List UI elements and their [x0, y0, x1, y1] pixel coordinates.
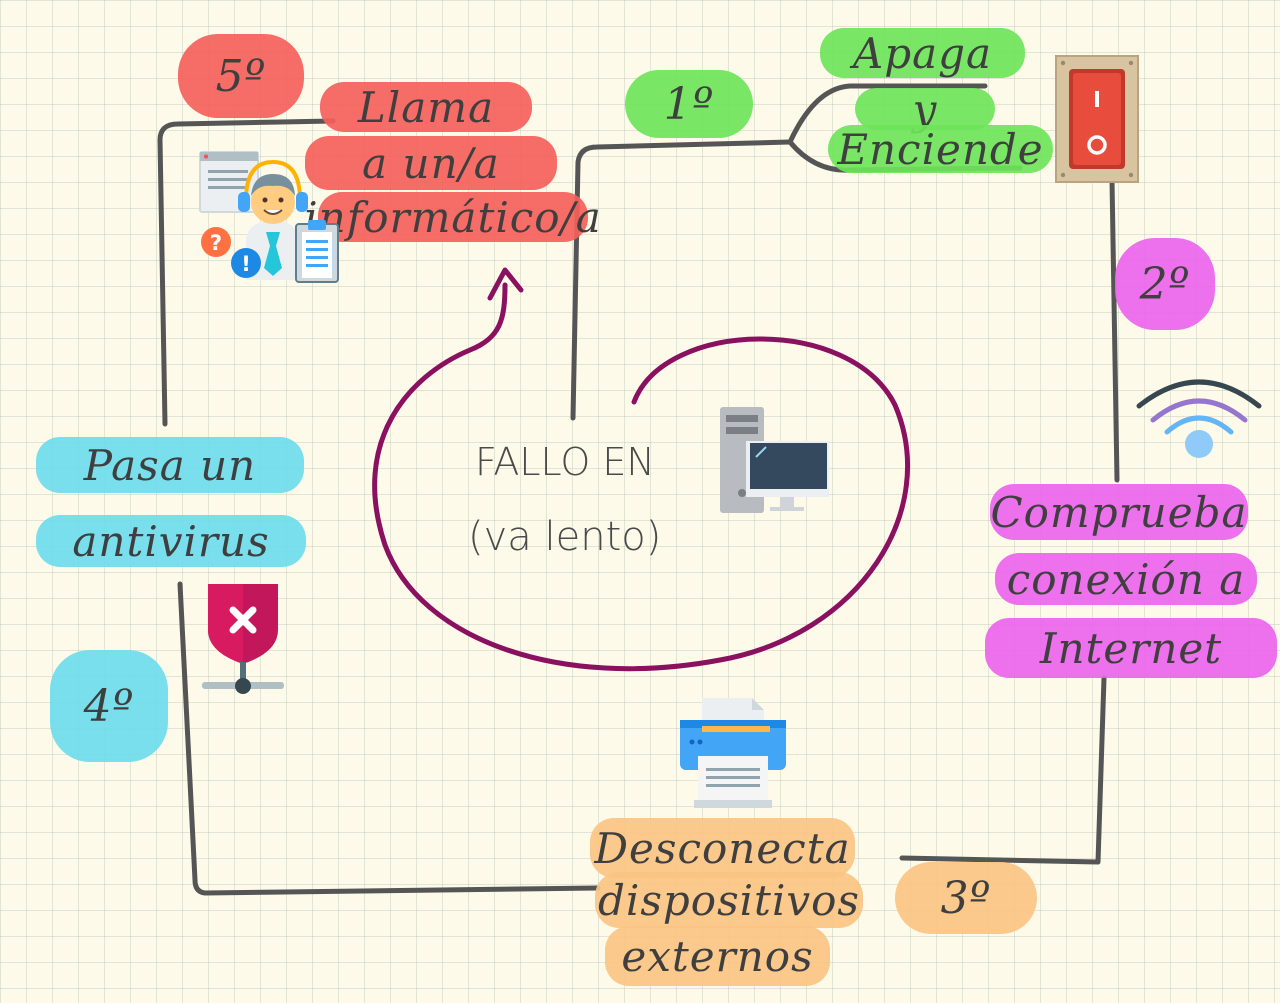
it-support-agent-icon: ? !: [198, 150, 343, 290]
svg-text:!: !: [241, 252, 251, 276]
computer-icon: [718, 405, 833, 517]
center-title: FALLO EN: [475, 440, 655, 484]
step5-order: 5º: [178, 34, 304, 118]
step2-line3: Internet: [985, 618, 1277, 678]
center-subtitle: (va lento): [468, 514, 661, 560]
antivirus-shield-icon: [198, 580, 288, 698]
step2-line1: Comprueba: [990, 484, 1248, 540]
step2-line2: conexión a: [995, 553, 1257, 605]
connector-step2-to-step3: [902, 678, 1104, 862]
step1-order: 1º: [625, 70, 753, 138]
step3-line2: dispositivos: [595, 872, 863, 928]
connector-center-to-step1: [573, 142, 790, 418]
printer-icon: [678, 696, 788, 812]
power-switch-icon: [1055, 55, 1139, 183]
svg-text:?: ?: [210, 231, 222, 255]
step4-order: 4º: [50, 650, 168, 762]
step1-line3: Enciende: [828, 125, 1053, 173]
step4-line2: antivirus: [36, 515, 306, 567]
step3-line1: Desconecta: [590, 818, 855, 878]
step3-order: 3º: [895, 862, 1037, 934]
connector-step1-to-step2: [1112, 180, 1117, 480]
step4-line1: Pasa un: [36, 437, 304, 493]
step1-line1: Apaga: [820, 28, 1025, 78]
wifi-icon: [1133, 368, 1265, 464]
step5-line1: Llama: [320, 82, 532, 132]
step3-line3: externos: [605, 926, 830, 986]
step5-line3: informático/a: [318, 192, 588, 242]
step2-order: 2º: [1115, 238, 1215, 330]
